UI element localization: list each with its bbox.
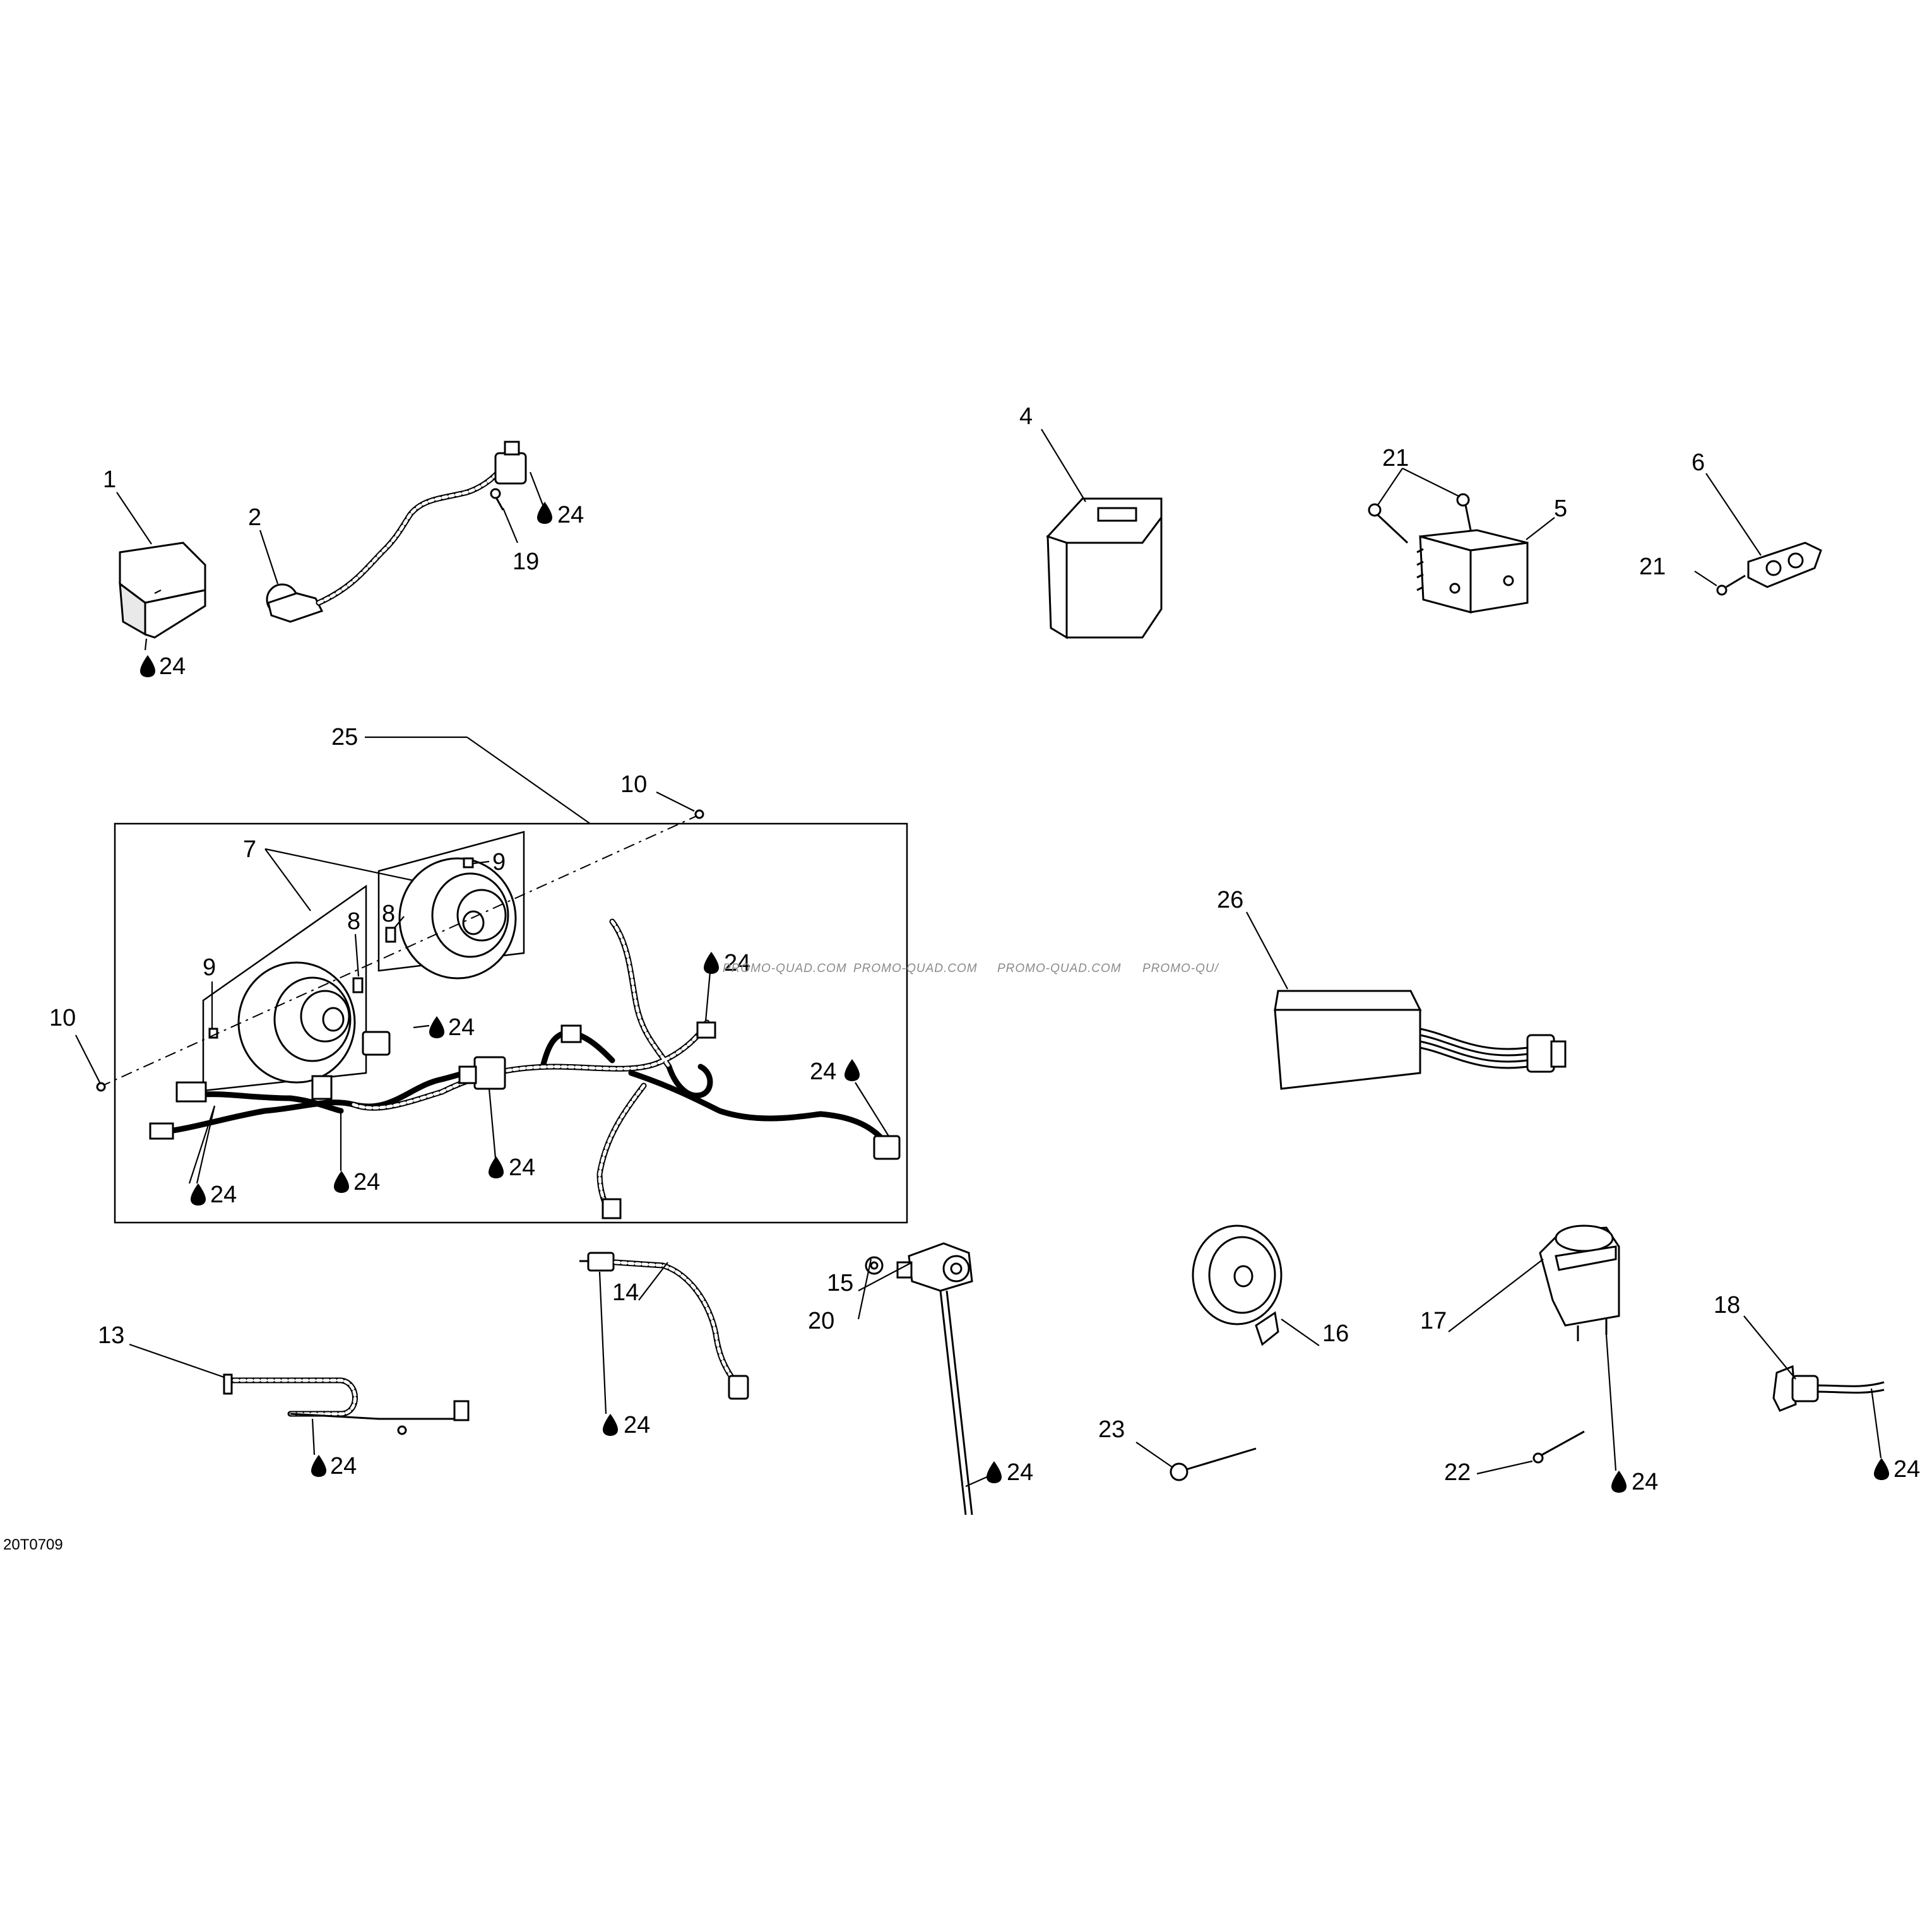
callout-25: 25 [331,724,358,750]
part-14-switch[interactable] [579,1252,749,1400]
lube-marker-1: 24 [140,653,186,680]
svg-text:24: 24 [330,1453,357,1479]
callout-21-a: 21 [1382,445,1409,471]
part-4-battery[interactable] [1046,497,1163,639]
callout-10-b: 10 [49,1005,76,1031]
svg-text:24: 24 [1007,1459,1033,1486]
part-10-screw-b[interactable] [96,1082,106,1092]
oil-drop-icon [603,1414,618,1436]
callout-8-a: 8 [347,908,360,935]
part-22-screw[interactable] [1532,1430,1585,1464]
svg-text:24: 24 [509,1154,535,1181]
svg-text:PROMO-QUAD.COM: PROMO-QUAD.COM [723,962,847,975]
svg-text:24: 24 [557,502,584,528]
oil-drop-icon [140,655,155,677]
callout-4: 4 [1019,403,1033,430]
part-5-regulator[interactable] [1416,529,1529,613]
lube-marker-7: 24 [704,950,750,976]
callout-26: 26 [1217,887,1243,913]
callout-8-b: 8 [382,901,395,927]
part-18-socket[interactable] [1772,1365,1885,1412]
svg-text:24: 24 [448,1014,475,1041]
callout-23: 23 [1098,1416,1125,1443]
part-7-headlight-right[interactable] [377,831,525,980]
callout-7: 7 [243,836,256,863]
lube-marker-2: 24 [537,502,584,528]
oil-drop-icon [845,1059,860,1081]
lube-marker-10: 24 [603,1412,650,1438]
callout-19: 19 [513,548,539,575]
callout-16: 16 [1322,1320,1349,1347]
part-7-headlight-left[interactable] [202,884,367,1092]
lube-marker-9: 24 [311,1453,357,1479]
lube-marker-5: 24 [489,1154,535,1181]
part-21-screw-c[interactable] [1716,574,1746,596]
callout-21-b: 21 [1639,554,1666,580]
svg-text:24: 24 [724,950,750,976]
svg-text:PROMO-QUAD.COM: PROMO-QUAD.COM [853,962,978,975]
callout-17: 17 [1420,1308,1447,1334]
part-2-ignition-coil[interactable] [266,441,527,623]
oil-drop-icon [704,952,719,974]
oil-drop-icon [987,1461,1002,1483]
part-13-wire-bracket[interactable] [223,1373,470,1435]
part-26-module[interactable] [1274,990,1567,1090]
callout-14: 14 [612,1279,639,1306]
svg-text:PROMO-QUAD.COM: PROMO-QUAD.COM [997,962,1122,975]
callout-1: 1 [103,466,116,493]
oil-drop-icon [311,1455,326,1477]
harness-kit-frame [114,822,908,1224]
callout-6: 6 [1692,449,1705,476]
oil-drop-icon [537,502,552,524]
oil-drop-icon [429,1016,444,1038]
diagram-id: 20T0709 [3,1536,63,1553]
callout-10-a: 10 [620,771,647,798]
part-6-bracket[interactable] [1747,542,1822,588]
part-1-relay[interactable] [119,542,206,639]
lube-marker-4: 24 [334,1169,380,1195]
svg-text:24: 24 [1893,1456,1920,1483]
callout-9-a: 9 [203,954,216,981]
oil-drop-icon [334,1171,349,1193]
svg-text:24: 24 [210,1182,237,1208]
svg-text:24: 24 [159,653,186,680]
part-16-horn[interactable] [1192,1224,1283,1346]
part-15-sensor[interactable] [896,1242,973,1515]
part-17-indicator[interactable] [1539,1224,1620,1341]
svg-text:24: 24 [810,1058,836,1085]
svg-text:PROMO-QU/: PROMO-QU/ [1142,962,1219,975]
oil-drop-icon [489,1156,504,1178]
svg-text:24: 24 [624,1412,650,1438]
lube-marker-8: 24 [810,1058,860,1085]
callout-18: 18 [1714,1292,1740,1319]
lube-marker-13: 24 [1874,1456,1920,1483]
part-21-screw-a[interactable] [1368,503,1409,544]
lube-marker-3: 24 [191,1182,237,1208]
lube-marker-11: 24 [987,1459,1033,1486]
svg-text:24: 24 [353,1169,380,1195]
callout-5: 5 [1554,495,1567,522]
part-19-screw[interactable] [490,488,504,511]
lube-marker-6: 24 [429,1014,475,1041]
callout-22: 22 [1444,1459,1471,1486]
callout-20: 20 [808,1308,834,1334]
svg-text:24: 24 [1632,1469,1658,1495]
lube-marker-12: 24 [1611,1469,1658,1495]
callout-9-b: 9 [492,849,506,875]
callout-15: 15 [827,1270,853,1296]
part-10-screw-a[interactable] [694,809,704,819]
part-23-bolt[interactable] [1170,1447,1257,1481]
part-21-screw-b[interactable] [1456,493,1472,531]
oil-drop-icon [191,1183,206,1206]
oil-drop-icon [1611,1471,1627,1493]
oil-drop-icon [1874,1458,1889,1480]
callout-2: 2 [248,504,261,531]
callout-13: 13 [98,1322,124,1349]
watermark: PROMO-QUAD.COM PROMO-QUAD.COM PROMO-QUAD… [723,962,1219,975]
